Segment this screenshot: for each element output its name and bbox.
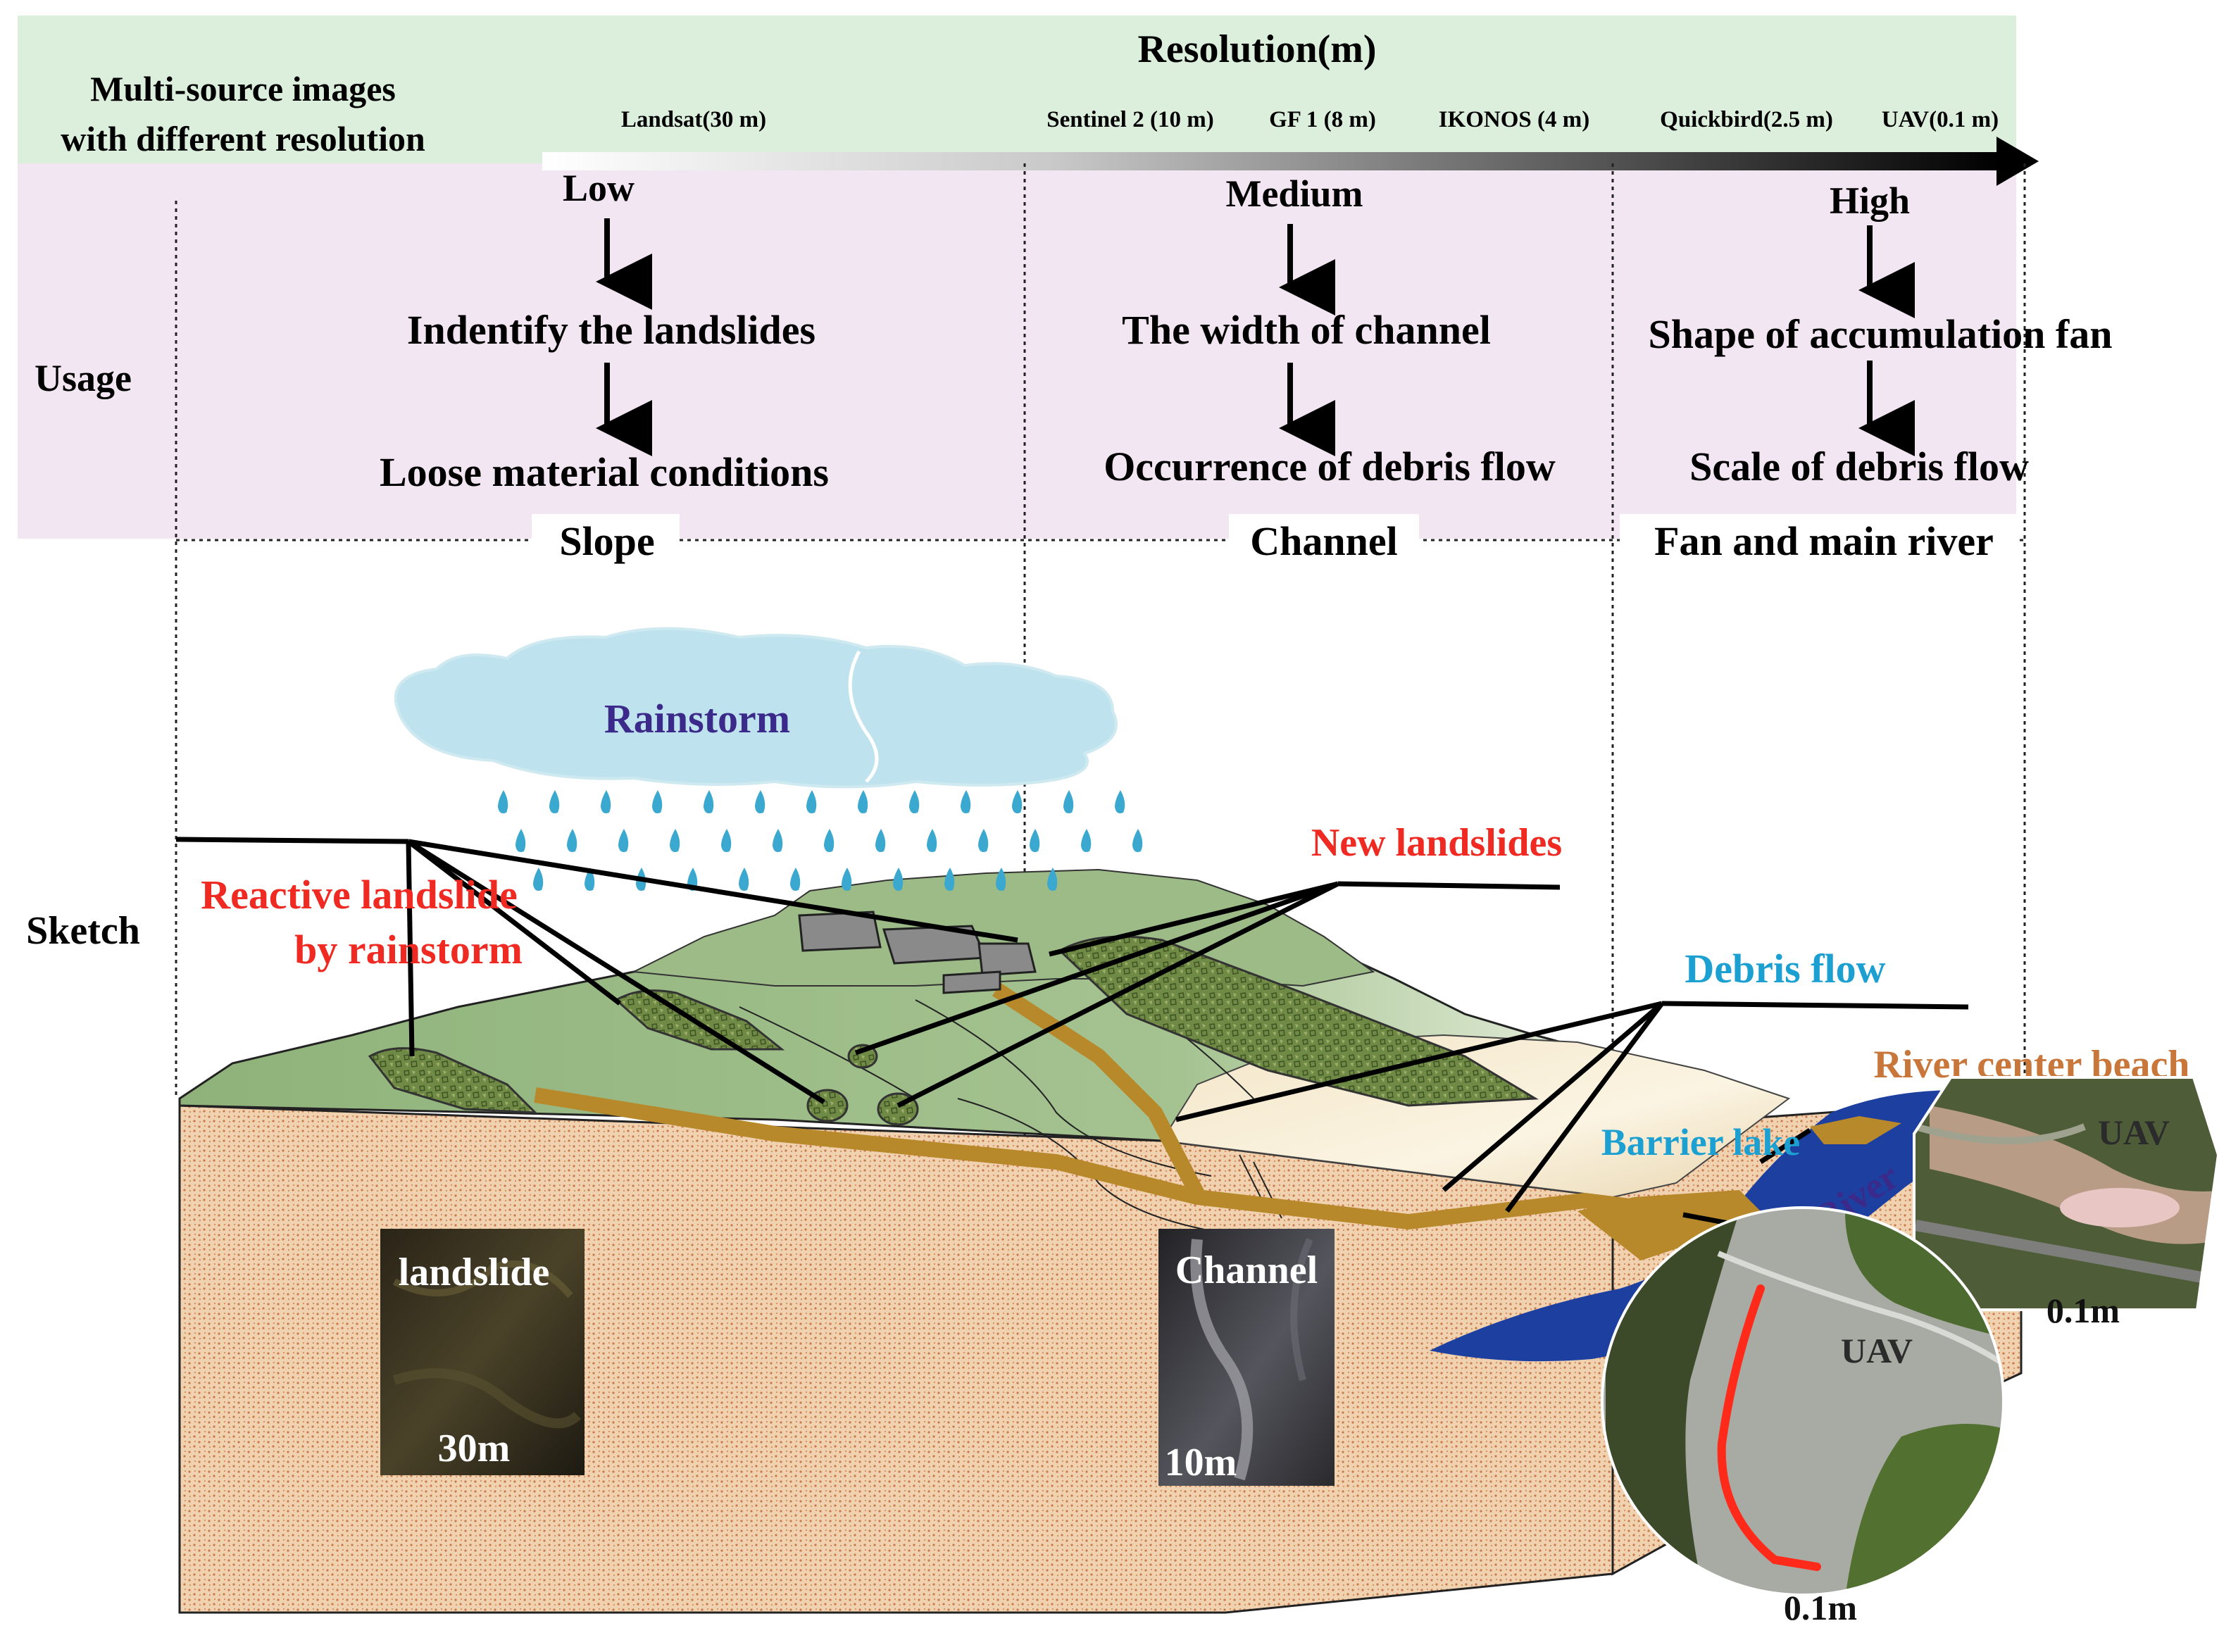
raindrop [1081, 829, 1092, 852]
raindrop [498, 790, 508, 813]
rainstorm-label: Rainstorm [604, 696, 790, 741]
landslide-inset-title: landslide [399, 1251, 550, 1294]
raindrop [1115, 790, 1125, 813]
raindrop [909, 790, 920, 813]
channel-inset-resolution: 10m [1165, 1441, 1237, 1484]
raindrop [601, 790, 611, 813]
raindrop [842, 868, 852, 891]
raindrop [1030, 829, 1040, 852]
usage-low-step2: Loose material conditions [380, 449, 829, 495]
raindrop [858, 790, 868, 813]
new-landslides-label: New landslides [1311, 821, 1562, 865]
raindrop [893, 868, 904, 891]
debris-flow-label: Debris flow [1685, 946, 1885, 991]
usage-band [18, 163, 2016, 539]
raindrop [515, 829, 526, 852]
raindrop [652, 790, 663, 813]
zone-fan-backing [1620, 514, 2018, 565]
raindrop [944, 868, 955, 891]
uav-trace [1717, 1284, 1821, 1571]
raindrop [961, 790, 971, 813]
sensor-quickbird: Quickbird(2.5 m) [1660, 107, 1833, 132]
raindrop [1063, 790, 1074, 813]
raindrop [670, 829, 680, 852]
raindrop [806, 790, 817, 813]
rainstorm-cloud [394, 627, 1118, 789]
main-channel [534, 1087, 1642, 1229]
raindrop [549, 790, 560, 813]
usage-medium-step2: Occurrence of debris flow [1104, 444, 1556, 489]
channel-inset-title: Channel [1175, 1249, 1318, 1292]
resolution-arrow-shaft [542, 152, 2000, 170]
uav-top-inset-resolution: 0.1m [2046, 1291, 2120, 1330]
raindrops [498, 790, 1143, 891]
landslide-inset: landslide 30m [380, 1229, 585, 1475]
raindrop [721, 829, 732, 852]
sensor-uav: UAV(0.1 m) [1882, 107, 1999, 132]
sensor-gf1: GF 1 (8 m) [1269, 107, 1376, 132]
usage-medium-level: Medium [1226, 173, 1363, 215]
sensor-ikonos: IKONOS (4 m) [1439, 107, 1590, 132]
raindrop [996, 868, 1006, 891]
raindrop [875, 829, 886, 852]
usage-high-step2: Scale of debris flow [1689, 444, 2029, 489]
leader-lines [175, 837, 1969, 1228]
channel-inset: Channel 10m [1158, 1229, 1335, 1486]
zone-channel-backing [1229, 514, 1419, 565]
usage-row-label: Usage [35, 357, 132, 399]
raindrop [567, 829, 577, 852]
zone-slope: Slope [559, 518, 654, 564]
raindrop [704, 790, 714, 813]
raindrop [1012, 790, 1023, 813]
raindrop [1047, 868, 1058, 891]
usage-medium-step1: The width of channel [1122, 307, 1491, 353]
resolution-arrow-head [1996, 137, 2039, 186]
zone-fan-main-river: Fan and main river [1654, 518, 1994, 564]
sensor-landsat: Landsat(30 m) [621, 107, 766, 132]
resolution-title: Resolution(m) [1137, 27, 1376, 71]
usage-low-step1: Indentify the landslides [407, 307, 815, 353]
raindrop [790, 868, 801, 891]
usage-high-step1: Shape of accumulation fan [1648, 311, 2112, 357]
uav-bottom-inset: UAV 0.1m [1601, 1206, 2005, 1627]
raindrop [824, 829, 835, 852]
usage-high-level: High [1830, 180, 1910, 222]
multi-source-line2: with different resolution [61, 119, 425, 158]
zone-slope-backing [532, 514, 680, 565]
raindrop [533, 868, 544, 891]
landslide-inset-resolution: 30m [438, 1427, 511, 1470]
barrier-lake-label: Barrier lake [1601, 1121, 1800, 1163]
reactive-landslide-line1: Reactive landslide [201, 872, 517, 918]
raindrop [773, 829, 783, 852]
usage-low-level: Low [563, 167, 635, 209]
uav-top-inset: UAV 0.1m [1913, 1076, 2220, 1330]
uav-bottom-inset-resolution: 0.1m [1784, 1588, 1857, 1627]
uav-top-inset-title: UAV [2098, 1113, 2170, 1152]
raindrop [978, 829, 989, 852]
cloud-seam [848, 650, 879, 783]
reactive-landslide-line2: by rainstorm [294, 927, 523, 972]
raindrop [1132, 829, 1143, 852]
side-channel [992, 982, 1204, 1198]
resolution-header-band [18, 15, 2016, 163]
raindrop [927, 829, 937, 852]
raindrop [739, 868, 749, 891]
raindrop [755, 790, 765, 813]
sensor-sentinel: Sentinel 2 (10 m) [1046, 107, 1213, 132]
zone-channel: Channel [1250, 518, 1398, 564]
sketch-row-label: Sketch [26, 909, 140, 953]
uav-bottom-inset-title: UAV [1841, 1331, 1913, 1370]
raindrop [618, 829, 629, 852]
settlement-blocks [798, 911, 1037, 994]
dotted-grid [175, 163, 2026, 1574]
multi-source-line1: Multi-source images [90, 69, 396, 108]
river-center-beach-shape [1810, 1116, 1901, 1144]
